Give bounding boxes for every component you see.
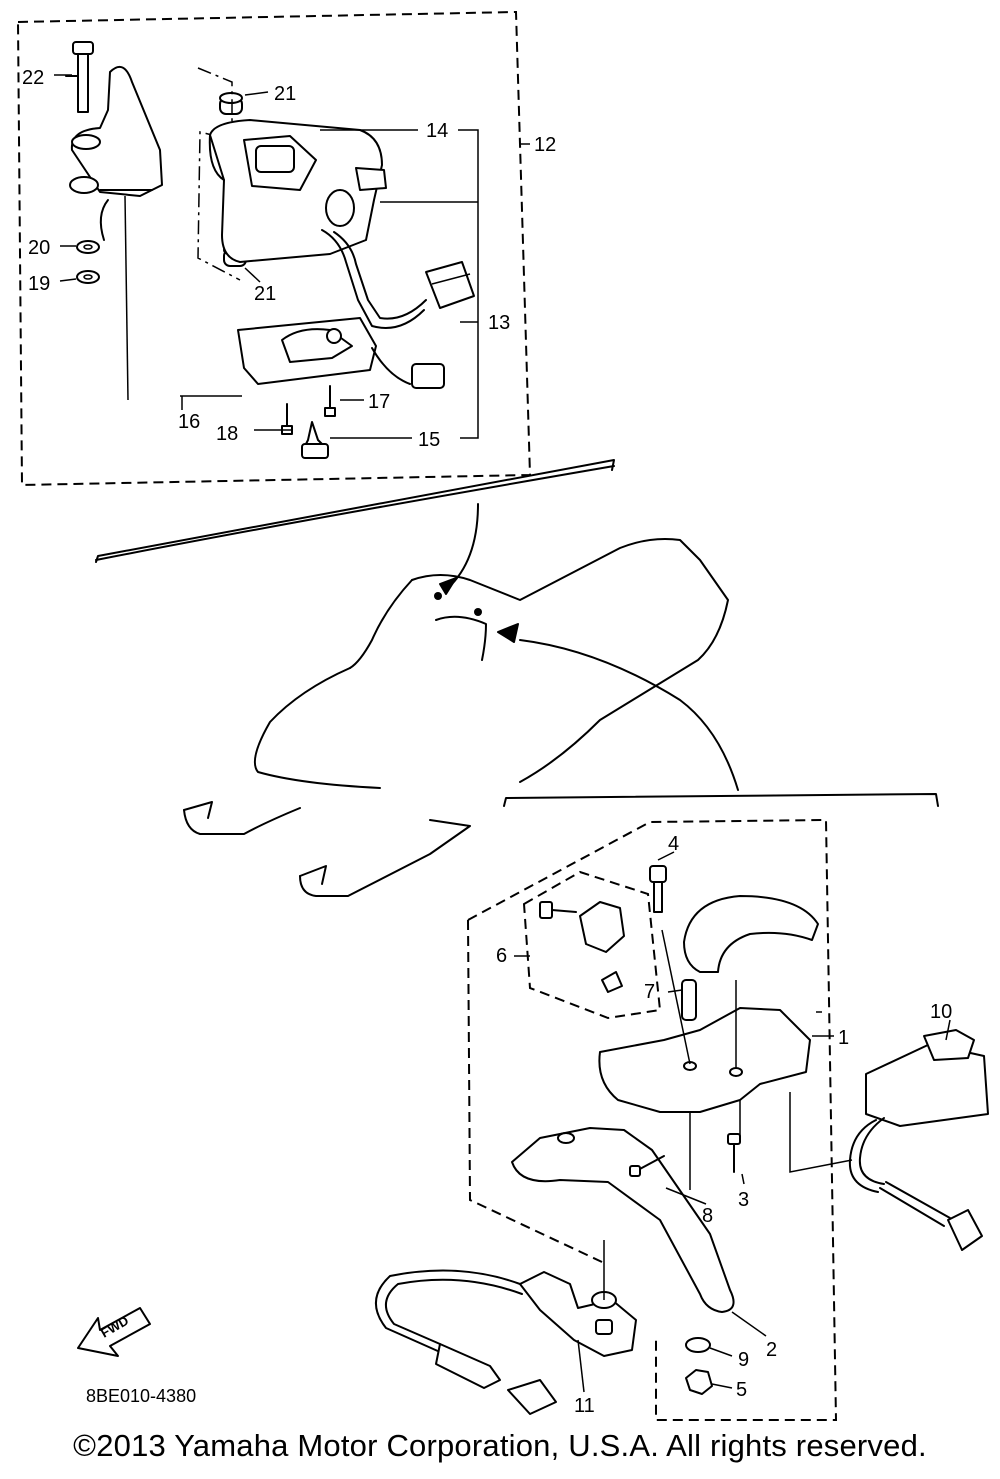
callout-1: 1 (838, 1027, 849, 1049)
snowmobile-illustration (95, 459, 739, 897)
callout-17: 17 (368, 391, 390, 413)
callout-10: 10 (930, 1001, 952, 1023)
callout-22: 22 (22, 67, 44, 89)
copyright-notice: ©2013 Yamaha Motor Corporation, U.S.A. A… (73, 1428, 927, 1463)
fwd-arrow-icon: FWD (77, 1307, 151, 1357)
callout-11: 11 (574, 1395, 595, 1417)
callout-16: 16 (178, 411, 200, 433)
diagram-code: 8BE010-4380 (86, 1386, 196, 1406)
callout-8: 8 (702, 1205, 713, 1227)
callout-7: 7 (644, 981, 655, 1003)
callout-5: 5 (736, 1379, 747, 1401)
callout-20: 20 (28, 237, 50, 259)
callout-4: 4 (668, 833, 679, 855)
throttle-housing-assembly: 22 21 21 20 19 14 12 13 17 16 18 15 (16, 10, 556, 487)
callout-21-bottom: 21 (254, 283, 276, 305)
callout-9: 9 (738, 1349, 749, 1371)
callout-3: 3 (738, 1189, 749, 1211)
brake-lever-assembly: 4 6 7 1 10 3 8 2 9 5 11 (374, 793, 989, 1421)
callout-13: 13 (488, 312, 510, 334)
callout-2: 2 (766, 1339, 777, 1361)
callout-19: 19 (28, 273, 50, 295)
callout-21-top: 21 (274, 83, 296, 105)
callout-6: 6 (496, 945, 507, 967)
callout-18: 18 (216, 423, 238, 445)
callout-12: 12 (534, 134, 556, 156)
callout-14: 14 (426, 120, 448, 142)
callout-15: 15 (418, 429, 440, 451)
